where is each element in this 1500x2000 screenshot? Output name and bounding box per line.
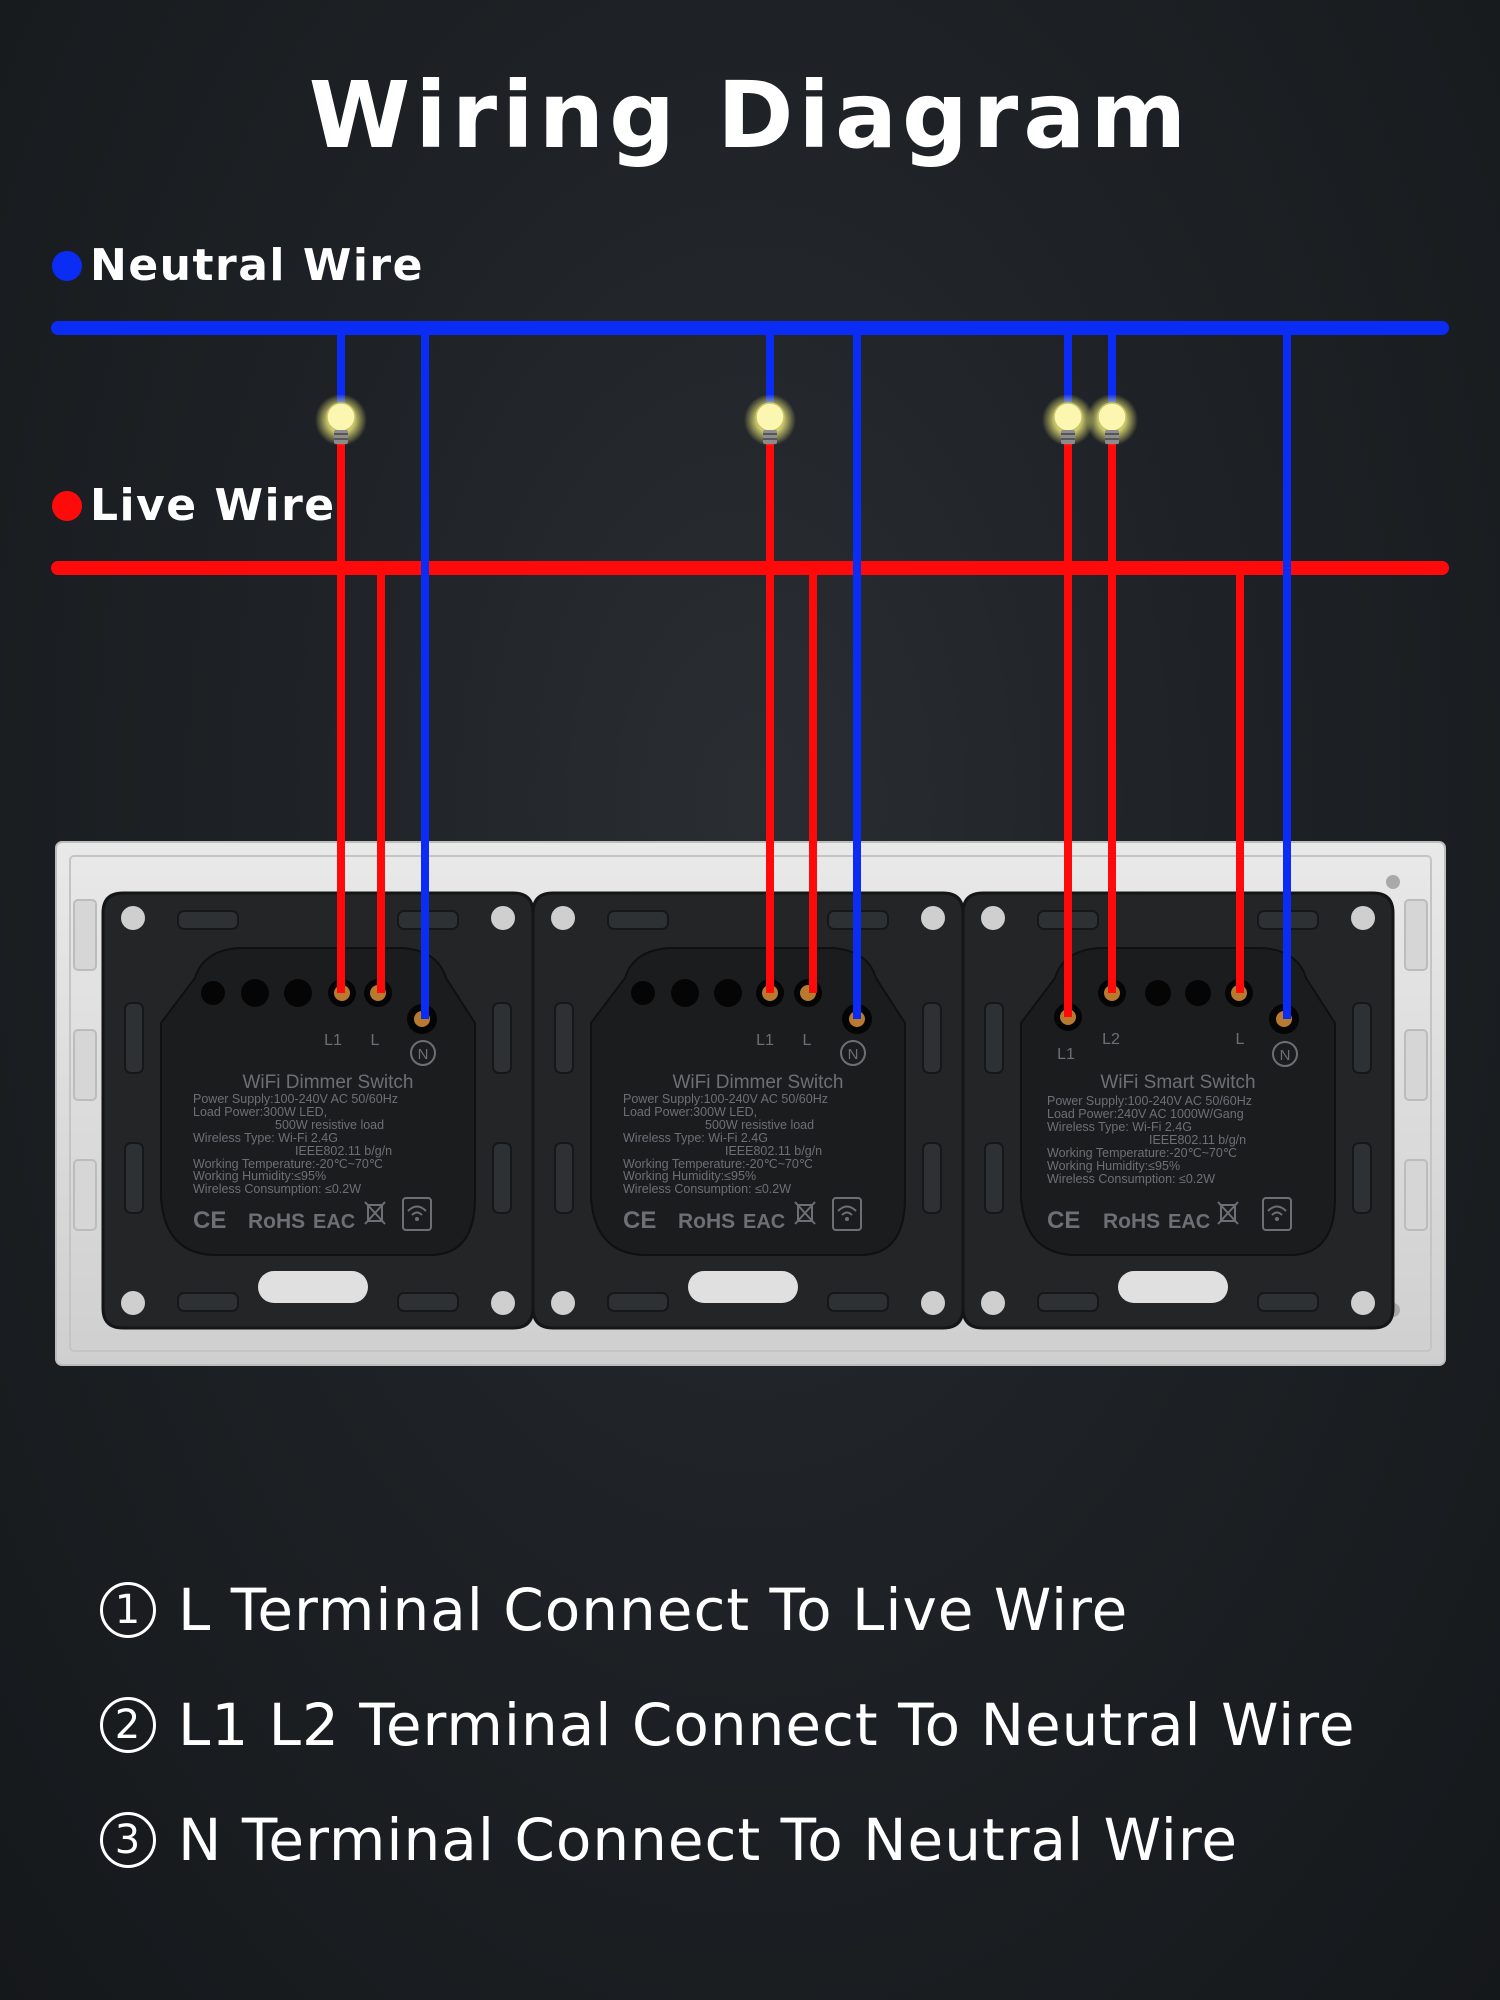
spec-line: IEEE802.11 b/g/n bbox=[1149, 1133, 1246, 1147]
light-bulb-icon bbox=[1042, 394, 1094, 446]
spec-line: 500W resistive load bbox=[275, 1118, 384, 1132]
spec-line: Working Temperature:-20℃~70℃ bbox=[1047, 1146, 1237, 1160]
neutral-wire-label: Neutral Wire bbox=[90, 240, 424, 291]
live-terminal-drops bbox=[377, 568, 1244, 993]
spec-line: Working Humidity:≤95% bbox=[623, 1169, 756, 1183]
switch-module-2: L1 L N WiFi Dimmer Switch Power Supply:1… bbox=[531, 891, 965, 1330]
live-dot-icon bbox=[52, 490, 82, 521]
instruction-item: 2 L1 L2 Terminal Connect To Neutral Wire bbox=[100, 1667, 1356, 1782]
ce-mark: CE bbox=[193, 1207, 226, 1234]
ce-mark: CE bbox=[1047, 1207, 1080, 1234]
instruction-text: L1 L2 Terminal Connect To Neutral Wire bbox=[178, 1690, 1356, 1759]
instruction-item: 1 L Terminal Connect To Live Wire bbox=[100, 1552, 1356, 1667]
eac-mark: EAC bbox=[743, 1211, 785, 1233]
eac-mark: EAC bbox=[313, 1211, 355, 1233]
spec-line: Power Supply:100-240V AC 50/60Hz bbox=[1047, 1094, 1252, 1108]
instruction-number: 1 bbox=[100, 1581, 156, 1638]
spec-line: Wireless Consumption: ≤0.2W bbox=[623, 1182, 791, 1196]
live-wire-label: Live Wire bbox=[90, 480, 336, 531]
rohs-mark: RoHS bbox=[678, 1210, 735, 1233]
neutral-lamp-drops bbox=[337, 328, 1116, 410]
eac-mark: EAC bbox=[1168, 1211, 1210, 1233]
ce-mark: CE bbox=[623, 1207, 656, 1234]
spec-line: Wireless Consumption: ≤0.2W bbox=[1047, 1172, 1215, 1186]
terminal-label: L bbox=[371, 1032, 380, 1049]
page-title: Wiring Diagram bbox=[308, 62, 1192, 169]
spec-line: Power Supply:100-240V AC 50/60Hz bbox=[193, 1092, 398, 1106]
spec-line: 500W resistive load bbox=[705, 1118, 814, 1132]
wifi-icon bbox=[402, 1197, 432, 1231]
instruction-number: 2 bbox=[100, 1696, 156, 1753]
spec-line: Power Supply:100-240V AC 50/60Hz bbox=[623, 1092, 828, 1106]
spec-line: Load Power:240V AC 1000W/Gang bbox=[1047, 1107, 1244, 1121]
terminal-label: N bbox=[848, 1046, 859, 1063]
neutral-dot-icon bbox=[52, 250, 82, 281]
terminal-label: L1 bbox=[756, 1032, 774, 1049]
wifi-icon bbox=[832, 1197, 862, 1231]
wifi-icon bbox=[1262, 1197, 1292, 1231]
light-bulb-icon bbox=[315, 394, 367, 446]
live-wire-legend: Live Wire bbox=[52, 480, 336, 531]
terminal-label: L1 bbox=[324, 1032, 342, 1049]
spec-line: Working Temperature:-20℃~70℃ bbox=[623, 1157, 813, 1171]
spec-line: Wireless Type: Wi-Fi 2.4G bbox=[193, 1131, 338, 1145]
terminal-label: L bbox=[1236, 1031, 1245, 1048]
module-name: WiFi Dimmer Switch bbox=[243, 1072, 414, 1093]
instruction-list: 1 L Terminal Connect To Live Wire 2 L1 L… bbox=[100, 1552, 1356, 1897]
spec-line: Working Humidity:≤95% bbox=[1047, 1159, 1180, 1173]
spec-line: Load Power:300W LED, bbox=[193, 1105, 327, 1119]
rohs-mark: RoHS bbox=[1103, 1210, 1160, 1233]
instruction-number: 3 bbox=[100, 1811, 156, 1868]
spec-line: Working Temperature:-20℃~70℃ bbox=[193, 1157, 383, 1171]
spec-line: IEEE802.11 b/g/n bbox=[295, 1144, 392, 1158]
neutral-terminal-drops bbox=[421, 328, 1291, 1019]
weee-bin-icon bbox=[794, 1201, 816, 1225]
terminal-label: L bbox=[803, 1032, 812, 1049]
switch-module-1: L1 L N WiFi Dimmer Switch Power Supply:1… bbox=[101, 891, 535, 1330]
light-bulb-icon bbox=[744, 394, 796, 446]
instruction-item: 3 N Terminal Connect To Neutral Wire bbox=[100, 1782, 1356, 1897]
instruction-text: N Terminal Connect To Neutral Wire bbox=[178, 1805, 1239, 1874]
terminal-label: L1 bbox=[1057, 1046, 1075, 1063]
terminal-label: L2 bbox=[1102, 1031, 1120, 1048]
spec-line: Load Power:300W LED, bbox=[623, 1105, 757, 1119]
module-name: WiFi Smart Switch bbox=[1100, 1072, 1255, 1093]
spec-line: Wireless Consumption: ≤0.2W bbox=[193, 1182, 361, 1196]
switch-module-3: L1 L2 L N WiFi Smart Switch Power Supply… bbox=[961, 891, 1395, 1330]
light-bulb-icon bbox=[1086, 394, 1138, 446]
spec-line: IEEE802.11 b/g/n bbox=[725, 1144, 822, 1158]
terminal-label: N bbox=[1280, 1047, 1291, 1064]
lamp-feed-wires bbox=[337, 440, 1116, 1017]
instruction-text: L Terminal Connect To Live Wire bbox=[178, 1575, 1129, 1644]
weee-bin-icon bbox=[1217, 1201, 1239, 1225]
spec-line: Working Humidity:≤95% bbox=[193, 1169, 326, 1183]
terminal-label: N bbox=[418, 1046, 429, 1063]
rohs-mark: RoHS bbox=[248, 1210, 305, 1233]
spec-line: Wireless Type: Wi-Fi 2.4G bbox=[1047, 1120, 1192, 1134]
neutral-wire-legend: Neutral Wire bbox=[52, 240, 424, 291]
module-name: WiFi Dimmer Switch bbox=[673, 1072, 844, 1093]
spec-line: Wireless Type: Wi-Fi 2.4G bbox=[623, 1131, 768, 1145]
weee-bin-icon bbox=[364, 1201, 386, 1225]
